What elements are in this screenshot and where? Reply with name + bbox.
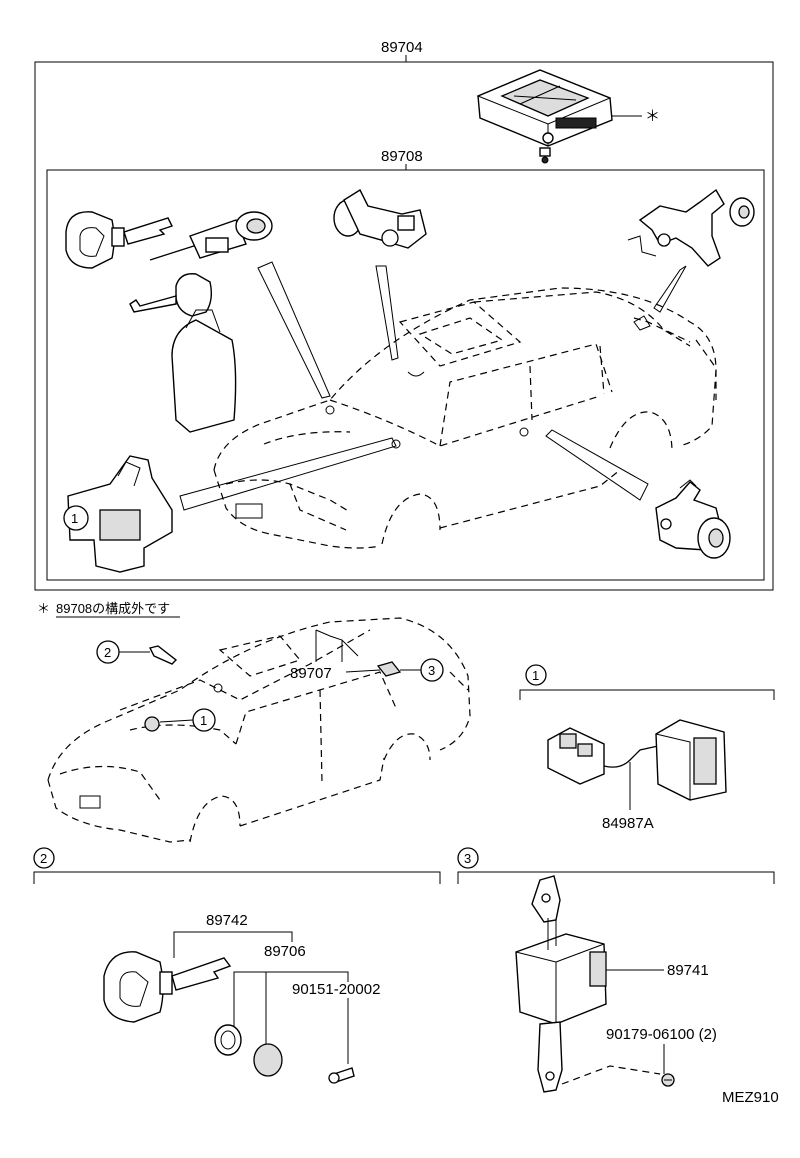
- key-icon: [65, 211, 173, 269]
- svg-text:1: 1: [532, 668, 539, 683]
- label-89706: 89706: [264, 943, 306, 960]
- label-90179-06100: 90179-06100 (2): [606, 1026, 717, 1043]
- cap-icon: [253, 1043, 283, 1077]
- diagram-code: MEZ910: [722, 1089, 779, 1106]
- door-lock-actuator-icon: [333, 188, 427, 249]
- front-door-lock-assembly-icon: 1: [63, 455, 173, 573]
- section-3-marker: [457, 847, 479, 869]
- svg-text:3: 3: [428, 663, 435, 678]
- master-key-icon: [103, 951, 232, 1023]
- outer-assembly-frame: [34, 61, 774, 591]
- car-outline-icon: [213, 287, 717, 549]
- footnote-text: 89708の構成外です: [56, 601, 170, 616]
- svg-text:1: 1: [200, 713, 207, 728]
- svg-text:3: 3: [464, 851, 471, 866]
- svg-text:1: 1: [71, 511, 78, 526]
- door-control-receiver-icon: [515, 875, 607, 1093]
- footnote-mark: ＊: [37, 601, 50, 616]
- section-2-marker: [33, 847, 55, 869]
- door-key-cylinder-icon: [655, 479, 731, 559]
- label-89707: 89707: [290, 665, 332, 682]
- svg-text:2: 2: [104, 645, 111, 660]
- keyless-computer-icon: [476, 69, 613, 164]
- lock-cylinder-icon: [149, 211, 273, 261]
- label-90151-20002: 90151-20002: [292, 981, 380, 998]
- label-89741: 89741: [667, 962, 709, 979]
- inner-assembly-frame: [46, 169, 765, 581]
- o-ring-icon: [214, 1024, 242, 1056]
- label-89742: 89742: [206, 912, 248, 929]
- rear-door-lock-icon: [627, 188, 755, 267]
- label-89704: 89704: [381, 39, 423, 56]
- vehicle-location-outline-icon: [47, 617, 471, 843]
- bolt-icon: [328, 1067, 355, 1084]
- section-1-marker: [525, 664, 547, 686]
- label-89708: 89708: [381, 148, 423, 165]
- computer-note-mark: ＊: [645, 108, 660, 125]
- nut-icon: [661, 1073, 675, 1087]
- remote-key-icon: [129, 273, 237, 433]
- spare-key-icon: [148, 645, 178, 665]
- label-84987a: 84987A: [602, 815, 654, 832]
- svg-text:2: 2: [40, 851, 47, 866]
- switch-icon: [547, 719, 727, 801]
